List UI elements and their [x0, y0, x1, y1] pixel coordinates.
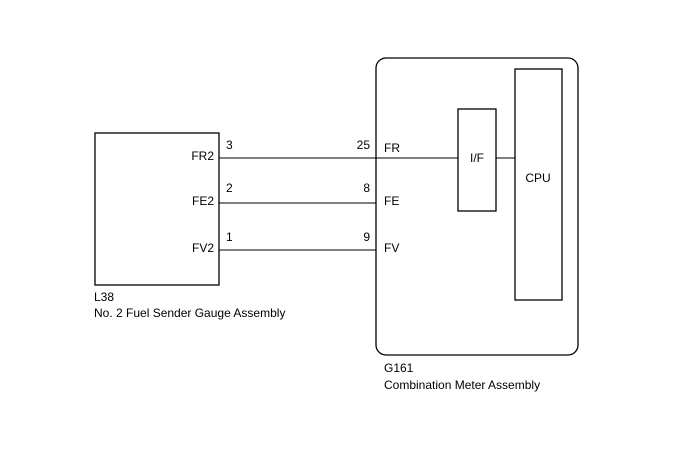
interface-block-label: I/F	[470, 151, 484, 165]
pin-number-25: 25	[357, 138, 371, 152]
fuel-sender-gauge-box	[94, 132, 220, 286]
pin-number-2: 2	[226, 181, 233, 195]
right-component-code: G161	[384, 361, 414, 375]
left-component-name: No. 2 Fuel Sender Gauge Assembly	[94, 306, 285, 320]
pin-number-8: 8	[363, 181, 370, 195]
pin-number-1: 1	[226, 230, 233, 244]
terminal-label-fr: FR	[384, 141, 400, 155]
terminal-label-fv: FV	[384, 241, 399, 255]
pin-number-9: 9	[363, 230, 370, 244]
terminal-label-fe: FE	[384, 194, 399, 208]
terminal-label-fr2: FR2	[191, 149, 214, 163]
terminal-label-fv2: FV2	[192, 241, 214, 255]
cpu-block-label: CPU	[525, 171, 550, 185]
left-component-code: L38	[94, 290, 114, 304]
right-component-name: Combination Meter Assembly	[384, 378, 540, 392]
interface-block	[457, 108, 497, 212]
terminal-label-fe2: FE2	[192, 194, 214, 208]
pin-number-3: 3	[226, 138, 233, 152]
combination-meter-box	[375, 57, 579, 356]
cpu-block	[514, 68, 563, 301]
